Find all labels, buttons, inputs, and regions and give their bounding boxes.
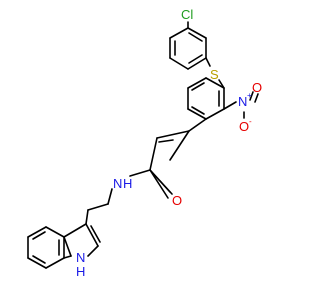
amide-n-label: N <box>113 176 122 191</box>
indole-pyrrole-ring <box>63 223 101 257</box>
vinyl-carbonyl-bond <box>149 137 158 171</box>
indole-benzene-ring <box>27 226 65 269</box>
c-s-bond <box>205 57 211 67</box>
nitro-o-charge: - <box>249 117 252 126</box>
vinyl-single <box>169 130 190 161</box>
chlorine-label: Cl <box>181 7 193 22</box>
structure-svg: Cl S N + O O - O N H N H <box>27 7 262 279</box>
nitrophenyl-ring <box>187 77 225 120</box>
n-o-bond <box>249 91 254 101</box>
aryl-vinyl-bond <box>188 118 207 132</box>
ch2-ch2-bond <box>87 203 109 211</box>
amide-o-label: O <box>172 193 182 208</box>
chlorophenyl-ring <box>169 27 207 70</box>
n-o-double-bond <box>254 93 259 103</box>
indole-fusion-bond <box>63 255 72 259</box>
indole-h-label: H <box>76 264 85 279</box>
nitro-o-minus-label: O <box>239 119 249 134</box>
n-ch2-bond <box>107 188 113 205</box>
ch2-indole-bond <box>85 209 89 225</box>
vinyl-double-outer <box>158 139 174 143</box>
c-o-double <box>149 169 169 199</box>
nitro-n-charge: + <box>247 91 252 100</box>
indole-n-label: N <box>76 250 85 265</box>
molecule-diagram: Cl S N + O O - O N H N H <box>27 7 262 279</box>
sulfur-label: S <box>210 67 219 82</box>
vinyl-double <box>156 130 190 139</box>
amide-h-label: H <box>123 176 132 191</box>
nitro-o-label: O <box>252 80 262 95</box>
c-n-amide-bond <box>129 169 151 177</box>
c-n-nitro-bond <box>223 101 237 110</box>
carbonyl-c <box>149 169 173 195</box>
nitro-n-label: N <box>238 94 247 109</box>
